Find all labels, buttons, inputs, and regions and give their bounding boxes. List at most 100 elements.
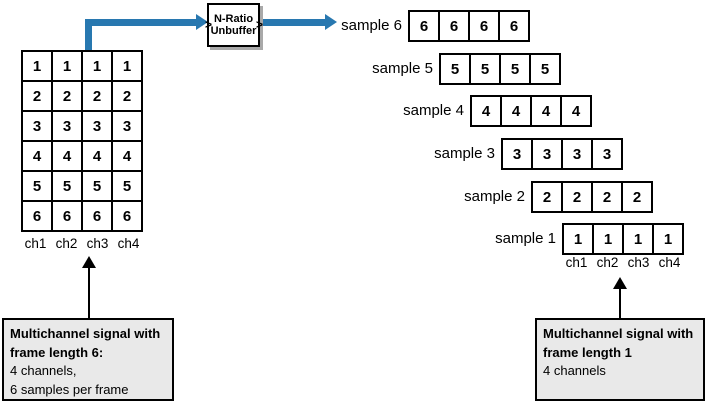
right-annotation-arrowhead-icon — [613, 277, 627, 289]
sample-row-1: sample 1 1 1 1 1 — [466, 223, 684, 255]
channel-label: ch1 — [24, 236, 47, 251]
matrix-cell: 4 — [82, 141, 112, 171]
sample-cell: 6 — [409, 11, 439, 41]
sample-cell: 5 — [530, 54, 560, 84]
sample-row-label: sample 4 — [403, 102, 464, 119]
matrix-cell: 3 — [82, 111, 112, 141]
matrix-cell: 3 — [52, 111, 82, 141]
sample-row-6: sample 6 6 6 6 6 — [312, 10, 530, 42]
channel-label: ch4 — [658, 255, 681, 270]
right-note-box: Multichannel signal with frame length 1 … — [535, 318, 705, 401]
matrix-cell: 5 — [112, 171, 142, 201]
note-detail-line: 6 samples per frame — [10, 381, 129, 397]
matrix-cell: 6 — [52, 201, 82, 231]
sample-cell: 5 — [440, 54, 470, 84]
matrix-cell: 4 — [22, 141, 52, 171]
sample-cell: 1 — [563, 224, 593, 254]
matrix-cell: 1 — [112, 51, 142, 81]
channel-label: ch4 — [117, 236, 140, 251]
sample-cell: 3 — [592, 139, 622, 169]
output-port-icon: > — [255, 17, 263, 32]
sample-cell: 5 — [470, 54, 500, 84]
channel-label: ch3 — [86, 236, 109, 251]
matrix-channel-labels: ch1 ch2 ch3 ch4 — [20, 236, 144, 251]
output-signal-arrowhead-icon — [325, 14, 337, 30]
sample-cell: 2 — [562, 182, 592, 212]
matrix-cell: 1 — [82, 51, 112, 81]
sample-row-3: sample 3 3 3 3 3 — [405, 138, 623, 170]
sample-cell: 2 — [532, 182, 562, 212]
output-signal-line — [263, 19, 325, 26]
note-detail-line: 4 channels, — [10, 363, 77, 378]
sample-cells: 3 3 3 3 — [501, 138, 623, 170]
matrix-cell: 2 — [112, 81, 142, 111]
sample-row-2: sample 2 2 2 2 2 — [435, 181, 653, 213]
channel-label: ch2 — [55, 236, 78, 251]
matrix-cell: 2 — [52, 81, 82, 111]
matrix-cell: 3 — [112, 111, 142, 141]
sample-cells: 1 1 1 1 — [562, 223, 684, 255]
sample-row-4: sample 4 4 4 4 4 — [374, 95, 592, 127]
matrix-cell: 6 — [22, 201, 52, 231]
sample-cell: 2 — [622, 182, 652, 212]
sample-cell: 4 — [501, 96, 531, 126]
input-signal-line-vertical — [85, 19, 92, 51]
input-frame-matrix: 1 1 1 1 2 2 2 2 3 3 3 3 4 4 4 4 5 5 5 5 … — [21, 50, 143, 232]
matrix-cell: 3 — [22, 111, 52, 141]
matrix-cell: 2 — [22, 81, 52, 111]
sample-cells: 2 2 2 2 — [531, 181, 653, 213]
matrix-cell: 2 — [82, 81, 112, 111]
note-title-line: frame length 6: — [10, 344, 104, 360]
sample-cell: 1 — [593, 224, 623, 254]
sample-cell: 1 — [653, 224, 683, 254]
matrix-cell: 4 — [52, 141, 82, 171]
matrix-cell: 5 — [52, 171, 82, 201]
sample-cells: 6 6 6 6 — [408, 10, 530, 42]
block-label-line2: Unbuffer — [210, 25, 257, 37]
sample-row-label: sample 5 — [372, 60, 433, 77]
sample-cell: 2 — [592, 182, 622, 212]
sample-cell: 3 — [532, 139, 562, 169]
channel-label: ch2 — [596, 255, 619, 270]
note-title-line: Multichannel signal with — [543, 326, 694, 341]
sample-cell: 4 — [471, 96, 501, 126]
matrix-cell: 1 — [22, 51, 52, 81]
matrix-cell: 5 — [82, 171, 112, 201]
channel-label: ch1 — [565, 255, 588, 270]
left-note-box: Multichannel signal with frame length 6:… — [2, 318, 174, 401]
right-annotation-arrow-line — [619, 287, 621, 318]
sample-row-label: sample 6 — [341, 17, 402, 34]
sample-cells: 4 4 4 4 — [470, 95, 592, 127]
matrix-cell: 4 — [112, 141, 142, 171]
note-title-line: frame length 1 — [543, 344, 632, 360]
sample-cell: 3 — [502, 139, 532, 169]
sample-cell: 4 — [531, 96, 561, 126]
note-detail-line: 4 channels — [543, 363, 606, 378]
sample-row-label: sample 1 — [495, 230, 556, 247]
n-ratio-unbuffer-block: > N-Ratio Unbuffer > — [205, 3, 263, 47]
matrix-cell: 6 — [82, 201, 112, 231]
sample-row-label: sample 3 — [434, 145, 495, 162]
sample-cell: 6 — [469, 11, 499, 41]
sample-cell: 4 — [561, 96, 591, 126]
sample-channel-labels: ch1 ch2 ch3 ch4 — [561, 255, 685, 270]
note-title-line: Multichannel signal with — [10, 326, 161, 341]
sample-cell: 5 — [500, 54, 530, 84]
sample-cells: 5 5 5 5 — [439, 53, 561, 85]
sample-row-label: sample 2 — [464, 188, 525, 205]
sample-cell: 6 — [439, 11, 469, 41]
matrix-cell: 5 — [22, 171, 52, 201]
left-annotation-arrowhead-icon — [82, 256, 96, 268]
matrix-cell: 6 — [112, 201, 142, 231]
input-port-icon: > — [205, 17, 213, 32]
left-annotation-arrow-line — [88, 266, 90, 318]
sample-cell: 6 — [499, 11, 529, 41]
input-signal-arrowhead-icon — [196, 14, 208, 30]
matrix-cell: 1 — [52, 51, 82, 81]
sample-row-5: sample 5 5 5 5 5 — [343, 53, 561, 85]
block-label-line1: N-Ratio — [213, 13, 254, 25]
input-signal-line-horizontal — [85, 19, 196, 26]
sample-cell: 3 — [562, 139, 592, 169]
channel-label: ch3 — [627, 255, 650, 270]
